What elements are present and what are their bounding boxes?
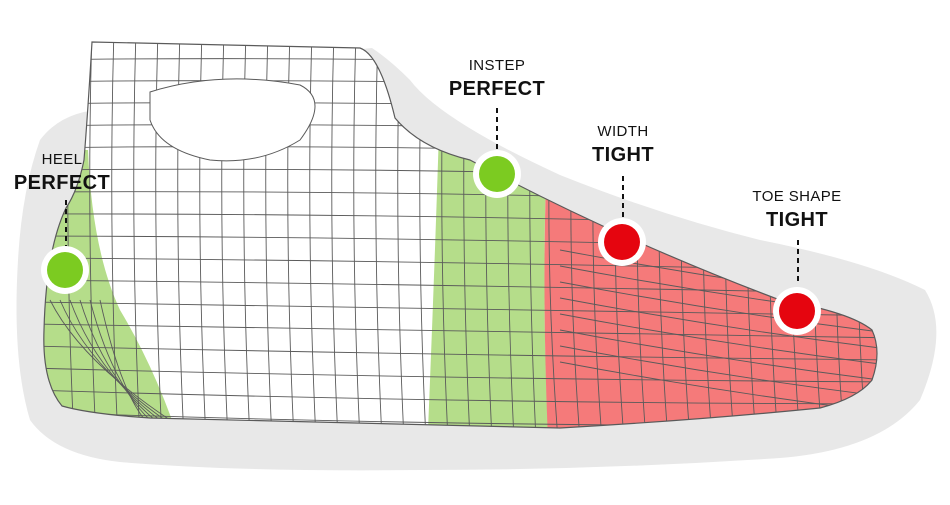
mesh-line [559, 297, 878, 349]
mesh-line [49, 299, 171, 421]
toe-shape-label: TOE SHAPE TIGHT [727, 187, 867, 233]
mesh-line [79, 299, 156, 421]
mesh-line [375, 42, 383, 428]
mesh-line [155, 42, 163, 428]
mesh-line [43, 345, 878, 361]
mesh-line [133, 42, 141, 428]
mesh-line [559, 345, 878, 397]
instep-fit-status: PERFECT [448, 78, 546, 100]
heel-label: HEEL PERFECT [2, 150, 122, 196]
width-label: WIDTH TIGHT [563, 122, 683, 168]
mesh-line [559, 329, 878, 381]
heel-zone-fill [43, 150, 172, 420]
width-fit-marker [598, 218, 646, 266]
toe-shape-fit-status: TIGHT [766, 209, 828, 231]
mesh-line [89, 42, 97, 428]
mesh-line [43, 389, 878, 405]
ankle-opening [149, 78, 316, 162]
mesh-line [309, 42, 317, 428]
mesh-line [331, 42, 339, 428]
instep-label: INSTEP PERFECT [437, 56, 557, 102]
mesh-line [99, 299, 146, 421]
mesh-line [59, 299, 166, 421]
width-zone-name: WIDTH [597, 123, 649, 140]
mesh-line [43, 301, 878, 317]
instep-fit-marker [473, 150, 521, 198]
toe-fit-marker [773, 287, 821, 335]
instep-zone-name: INSTEP [468, 57, 526, 74]
toe-shape-zone-name: TOE SHAPE [752, 188, 842, 205]
mesh-line [559, 313, 878, 365]
heel-fit-marker [41, 246, 89, 294]
mesh-line [559, 281, 878, 333]
width-fit-status: TIGHT [592, 144, 654, 166]
mesh-line [353, 42, 361, 428]
mesh-line [69, 299, 161, 421]
mesh-line [111, 42, 119, 428]
heel-fit-status: PERFECT [13, 172, 111, 194]
mesh-line [89, 299, 151, 421]
heel-zone-name: HEEL [41, 151, 83, 168]
